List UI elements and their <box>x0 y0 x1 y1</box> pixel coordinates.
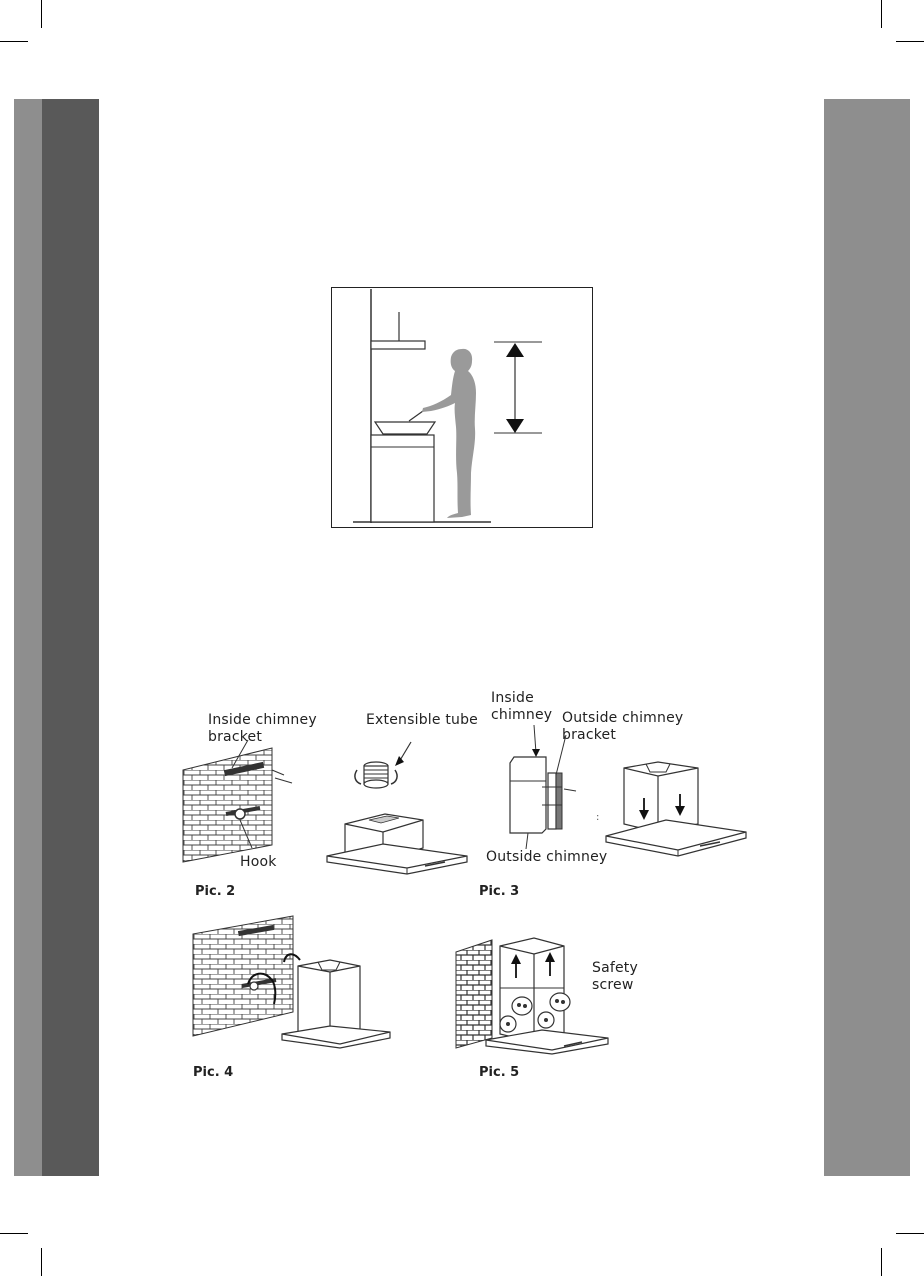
installation-height-figure <box>331 287 593 528</box>
crop-mark-tr-v <box>881 0 882 28</box>
pic5-caption: Pic. 5 <box>479 1065 519 1080</box>
outside-chimney-label: Outside chimney <box>486 849 607 866</box>
pic3-caption: Pic. 3 <box>479 884 519 899</box>
crop-mark-tr-h <box>896 41 924 42</box>
left-band-light <box>14 99 42 1176</box>
safety-screw-label: Safety screw <box>592 960 638 994</box>
inside-chimney-label: Inside chimney <box>491 690 552 724</box>
crop-mark-bl-v <box>41 1248 42 1276</box>
pic3-hood-chimney-drawing: : <box>596 758 756 863</box>
pic2-caption: Pic. 2 <box>195 884 235 899</box>
extensible-tube-label: Extensible tube <box>366 712 478 729</box>
left-band-dark <box>42 99 99 1176</box>
pic4-installation-drawing <box>190 914 400 1049</box>
hook-label: Hook <box>240 854 277 871</box>
crop-mark-tl-h <box>0 41 28 42</box>
svg-text::: : <box>596 812 599 823</box>
crop-mark-bl-h <box>0 1233 28 1234</box>
pic3-chimney-parts-drawing <box>500 725 590 850</box>
crop-mark-br-v <box>881 1248 882 1276</box>
pic2-wall-bracket-drawing <box>180 740 300 865</box>
pic2-hood-tube-drawing <box>325 740 475 875</box>
right-band <box>824 99 910 1176</box>
pic4-caption: Pic. 4 <box>193 1065 233 1080</box>
crop-mark-br-h <box>896 1233 924 1234</box>
crop-mark-tl-v <box>41 0 42 28</box>
pic5-safety-screw-drawing <box>452 930 612 1055</box>
